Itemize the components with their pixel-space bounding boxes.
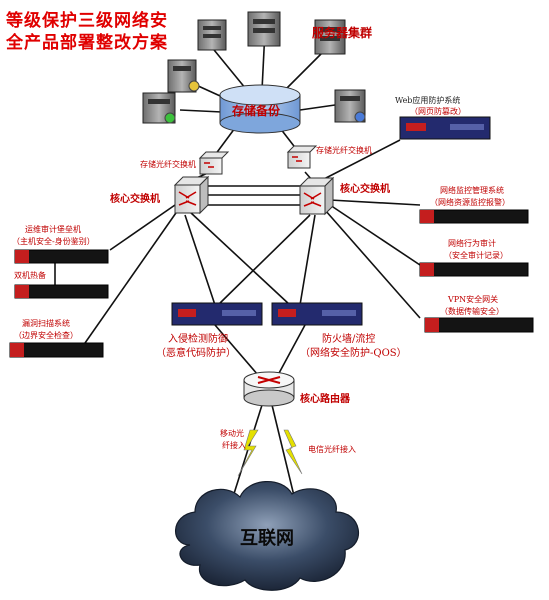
switch-icon xyxy=(298,176,335,216)
vpn-gw-label: VPN安全网关 xyxy=(448,295,499,304)
core-router-label: 核心路由器 xyxy=(300,394,350,405)
switch-icon xyxy=(286,145,318,169)
appliance-icon xyxy=(424,317,534,333)
ids-sublabel: （恶意代码防护） xyxy=(156,348,236,359)
mobile-fiber-label: 移动光 xyxy=(220,429,244,438)
vuln-scan-label: 漏洞扫描系统 xyxy=(22,319,70,328)
cloud-icon xyxy=(175,480,360,591)
server-icon xyxy=(334,89,366,123)
behavior-audit-label: 网络行为审计 xyxy=(448,239,496,248)
server-icon xyxy=(197,19,227,51)
firewall-label: 防火墙/流控 xyxy=(322,334,376,345)
lightning-icon xyxy=(237,429,259,477)
page-title-line2: 全产品部署整改方案 xyxy=(6,33,168,53)
switch-icon xyxy=(198,151,230,175)
internet-label: 互联网 xyxy=(240,528,294,549)
bastion-sublabel: （主机安全-身份鉴别） xyxy=(12,237,95,246)
server-icon xyxy=(314,19,346,55)
lightning-icon xyxy=(283,429,303,475)
dual-hot-label: 双机热备 xyxy=(14,271,46,280)
storage-switch-right-label: 存储光纤交换机 xyxy=(316,146,372,155)
mobile-fiber-sublabel: 纤接入 xyxy=(222,441,246,450)
server-icon xyxy=(167,59,200,93)
web-waf-sublabel: （网页防篡改） xyxy=(410,107,466,116)
web-waf-label: Web应用防护系统 xyxy=(395,96,461,105)
appliance-icon xyxy=(399,116,491,140)
appliance-icon xyxy=(419,209,529,224)
server-cluster xyxy=(142,11,366,124)
router-icon xyxy=(243,371,295,407)
page-title-line1: 等级保护三级网络安 xyxy=(6,11,168,31)
connection-lines xyxy=(54,29,421,501)
net-monitor-label: 网络监控管理系统 xyxy=(440,186,504,195)
appliance-icon xyxy=(14,284,109,299)
appliance-icon xyxy=(419,262,529,277)
server-icon xyxy=(247,11,281,47)
telecom-fiber-label: 电信光纤接入 xyxy=(308,445,356,454)
storage-switch-left-label: 存储光纤交换机 xyxy=(140,160,196,169)
core-switch-left-label: 核心交换机 xyxy=(110,194,160,205)
appliance-icon xyxy=(271,302,363,326)
appliance-icon xyxy=(9,342,104,358)
server-cluster-label: 服务器集群 xyxy=(312,26,373,40)
core-switch-right-label: 核心交换机 xyxy=(340,184,390,195)
bastion-label: 运维审计堡垒机 xyxy=(25,225,81,234)
firewall-sublabel: （网络安全防护-QOS） xyxy=(300,348,407,359)
appliance-icon xyxy=(14,249,109,264)
storage-backup-label: 存储备份 xyxy=(232,104,281,118)
server-icon xyxy=(142,92,176,124)
ids-label: 入侵检测防御 xyxy=(168,334,228,345)
net-monitor-sublabel: （网络资源监控报警） xyxy=(430,198,510,207)
vpn-gw-sublabel: （数据传输安全） xyxy=(440,307,504,316)
storage-cylinder-icon xyxy=(219,84,301,134)
behavior-audit-sublabel: （安全审计记录） xyxy=(444,251,508,260)
appliance-icon xyxy=(171,302,263,326)
vuln-scan-sublabel: （边界安全检查） xyxy=(14,331,78,340)
switch-icon xyxy=(173,175,210,215)
